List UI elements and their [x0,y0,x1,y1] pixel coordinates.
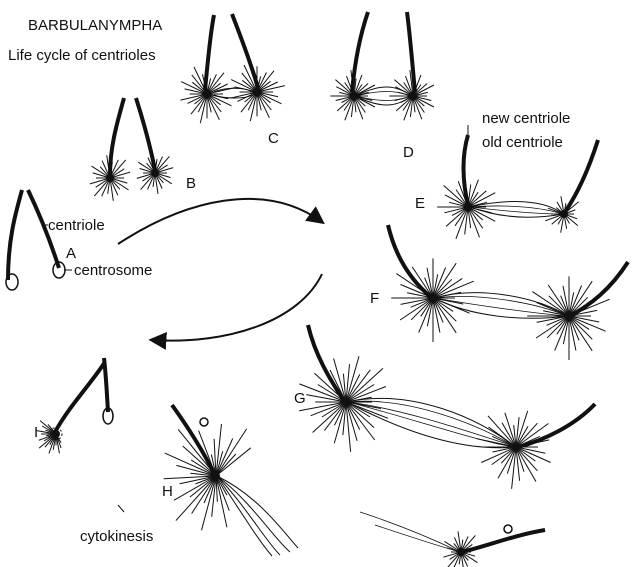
aster-h [164,424,251,530]
stage-f-drawing [388,225,628,360]
centrosome-body [106,174,114,182]
astral-ray [216,448,251,476]
label-centrosome: centrosome [74,262,152,279]
astral-ray [178,429,216,476]
aster-g-right [477,411,551,489]
stage-c-drawing [181,14,285,123]
aster-d-right [389,70,434,120]
title-subtitle: Life cycle of centrioles [8,47,156,64]
centrosome-body [560,210,568,218]
centrosome-body [464,203,472,211]
stage-h-drawing [164,405,545,567]
centrosome-body [457,548,465,556]
aster-f-left [391,258,474,342]
stage-b-drawing [90,98,173,201]
centrosome-body [565,312,573,320]
centrosome-body [429,294,437,302]
stage-a-drawing [6,190,72,290]
stage-label-f: F [370,290,379,307]
aster-b-right [137,152,173,194]
cycle-arrow-return [152,274,322,341]
title-genus: BARBULANYMPHA [28,17,162,34]
astral-ray [174,476,216,500]
stage-label-c: C [268,130,279,147]
stage-d-drawing [330,12,434,120]
astral-ray [313,402,346,433]
centrosome-body [203,90,211,98]
label-cytokinesis: cytokinesis [80,528,153,545]
stage-label-h: H [162,483,173,500]
stage-label-e: E [415,195,425,212]
astral-ray [216,439,233,477]
label-new-centriole: new centriole [482,110,570,127]
aster-c-right [231,65,285,121]
label-old-centriole: old centriole [482,134,563,151]
centrosome-body [151,169,159,177]
cycle-arrow-forward [118,199,322,244]
stage-label-i: I [34,424,38,441]
stage-label-b: B [186,175,196,192]
centrosome-body [212,472,220,480]
astral-ray [199,447,216,476]
centrosome-body [409,92,417,100]
stage-label-d: D [403,144,414,161]
stage-i-drawing [37,358,124,512]
stage-g-drawing [299,325,595,489]
centrosome-body [52,430,60,438]
stage-label-a: A [66,245,76,262]
centrosome-body [512,443,520,451]
centrosome-body [350,92,358,100]
astral-ray [346,368,383,402]
label-centriole: centriole [48,217,105,234]
stage-label-g: G [294,390,306,407]
centrosome-body [342,398,350,406]
aster-g-left [299,356,388,452]
centrosome-body [253,88,261,96]
